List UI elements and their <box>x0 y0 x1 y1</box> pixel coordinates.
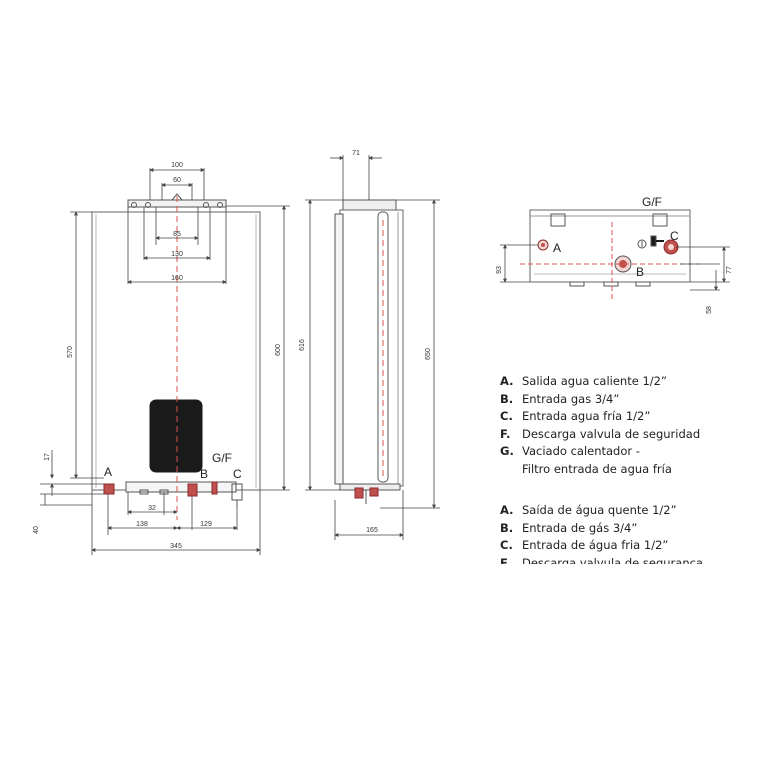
dim-71: 71 <box>352 150 360 157</box>
label-a: A <box>104 465 112 479</box>
legend-item: C.Entrada de água fria 1/2” <box>500 538 669 552</box>
bottom-view <box>500 209 730 300</box>
label-gf: G/F <box>212 451 232 465</box>
bv-label-a: A <box>553 241 561 255</box>
dim-40: 40 <box>33 526 40 534</box>
dim-58: 58 <box>706 306 713 314</box>
legend-item: B.Entrada gas 3/4” <box>500 391 620 406</box>
display-panel <box>149 399 203 473</box>
dim-600: 600 <box>275 344 282 356</box>
legend-portuguese: A.Saída de água quente 1/2” B.Entrada de… <box>500 502 703 564</box>
dim-129: 129 <box>200 521 212 528</box>
dim-93: 93 <box>496 266 503 274</box>
label-b: B <box>200 467 208 481</box>
legend-portuguese-clip: A.Saída de água quente 1/2” B.Entrada de… <box>490 500 760 564</box>
dim-165: 165 <box>366 527 378 534</box>
dim-138: 138 <box>136 521 148 528</box>
legend-item: A.Salida agua caliente 1/2” <box>500 374 667 388</box>
dim-60: 60 <box>173 177 181 184</box>
dim-160: 160 <box>171 275 183 282</box>
legend-item: G.Vaciado calentador - <box>500 444 640 458</box>
legend-item: B.Entrada de gás 3/4” <box>500 520 638 535</box>
legend-item: A.Saída de água quente 1/2” <box>500 503 677 517</box>
dim-17: 17 <box>44 453 51 461</box>
dim-616: 616 <box>299 339 306 351</box>
bv-label-c: C <box>670 229 679 243</box>
dim-650: 650 <box>425 348 432 360</box>
dim-130: 130 <box>171 251 183 258</box>
dim-345: 345 <box>170 543 182 550</box>
side-view <box>305 155 440 540</box>
legend-item-continuation: Filtro entrada de agua fría <box>522 461 672 476</box>
legend-item: F.Descarga valvula de seguranca <box>500 555 703 565</box>
dim-85: 85 <box>173 231 181 238</box>
legend-item: F.Descarga valvula de seguridad <box>500 426 701 441</box>
bv-label-gf: G/F <box>642 195 662 209</box>
legend-item: C.Entrada agua fría 1/2” <box>500 409 651 423</box>
outlet-a-fitting <box>103 483 115 495</box>
dim-77: 77 <box>726 266 733 274</box>
label-c: C <box>233 467 242 481</box>
gas-b-fitting <box>187 483 198 497</box>
dim-32: 32 <box>148 505 156 512</box>
front-view <box>40 168 290 555</box>
dim-570: 570 <box>67 346 74 358</box>
legend-spanish: A.Salida agua caliente 1/2” B.Entrada ga… <box>500 373 700 478</box>
dim-100: 100 <box>171 162 183 169</box>
bv-label-b: B <box>636 265 644 279</box>
